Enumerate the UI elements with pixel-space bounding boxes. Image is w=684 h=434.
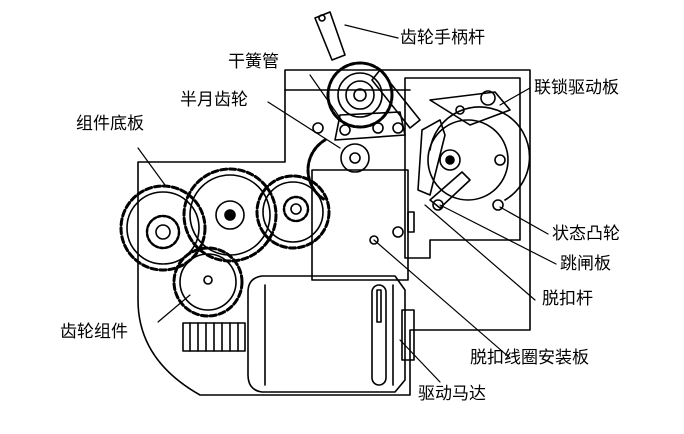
drive-motor xyxy=(247,275,415,393)
label-interlock-drive-plate: 联锁驱动板 xyxy=(534,78,619,98)
label-half-moon-gear: 半月齿轮 xyxy=(180,90,248,110)
base-plate-outline xyxy=(137,69,531,396)
worm-gear xyxy=(182,322,246,352)
left-gear xyxy=(119,184,207,272)
label-trip-coil-mount-plate: 脱扣线圈安装板 xyxy=(470,348,589,368)
lower-gear xyxy=(172,246,244,318)
label-status-cam: 状态凸轮 xyxy=(552,224,620,244)
center-gear xyxy=(182,167,278,263)
label-trip-plate: 跳闸板 xyxy=(560,254,611,274)
interlock-mechanism xyxy=(417,90,531,211)
gear-handle-assembly xyxy=(312,11,421,141)
trip-coil-mount-plate xyxy=(311,169,409,281)
label-gear-handle-lever: 齿轮手柄杆 xyxy=(400,28,485,48)
half-moon-gear xyxy=(306,138,370,202)
label-release-lever: 脱扣杆 xyxy=(542,289,593,309)
label-drive-motor: 驱动马达 xyxy=(418,384,486,404)
leader-lines xyxy=(137,24,557,383)
label-gear-assembly: 齿轮组件 xyxy=(60,322,128,342)
inner-frame xyxy=(404,77,521,259)
label-base-plate: 组件底板 xyxy=(76,114,144,134)
label-reed-switch: 干簧管 xyxy=(228,52,279,72)
right-gear xyxy=(255,174,331,250)
